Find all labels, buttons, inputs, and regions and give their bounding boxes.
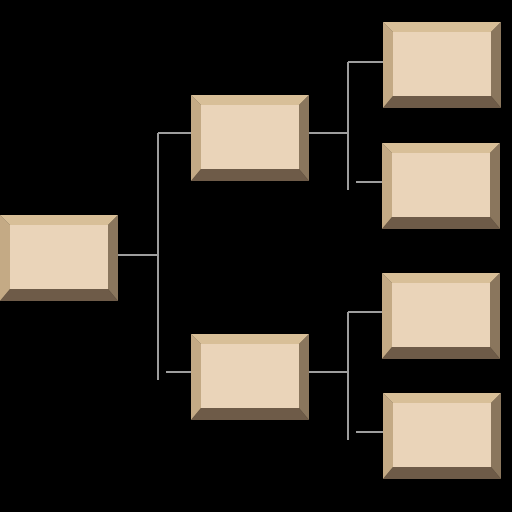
leaf-node-3-box bbox=[382, 273, 500, 359]
root-node-box bbox=[0, 215, 118, 301]
root-node bbox=[0, 215, 118, 301]
bevel-bottom bbox=[383, 467, 501, 479]
bevel-left bbox=[383, 393, 393, 479]
bevel-left bbox=[383, 22, 393, 108]
box-face bbox=[201, 105, 299, 169]
bevel-top bbox=[382, 143, 500, 153]
box-face bbox=[392, 283, 490, 347]
bevel-bottom bbox=[382, 347, 500, 359]
level1-node-top-box bbox=[191, 95, 309, 181]
bevel-left bbox=[191, 95, 201, 181]
level1-node-top bbox=[191, 95, 309, 181]
bevel-left bbox=[191, 334, 201, 420]
bevel-left bbox=[0, 215, 10, 301]
bevel-right bbox=[490, 143, 500, 229]
bevel-top bbox=[0, 215, 118, 225]
leaf-node-3 bbox=[382, 273, 500, 359]
leaf-node-1-box bbox=[383, 22, 501, 108]
box-face bbox=[201, 344, 299, 408]
leaf-node-2 bbox=[382, 143, 500, 229]
leaf-node-4 bbox=[383, 393, 501, 479]
bevel-top bbox=[191, 334, 309, 344]
bevel-right bbox=[108, 215, 118, 301]
bevel-bottom bbox=[191, 408, 309, 420]
level1-node-bottom-box bbox=[191, 334, 309, 420]
bevel-left bbox=[382, 273, 392, 359]
bevel-top bbox=[191, 95, 309, 105]
level1-node-bottom bbox=[191, 334, 309, 420]
leaf-node-4-box bbox=[383, 393, 501, 479]
bevel-right bbox=[299, 334, 309, 420]
bevel-top bbox=[382, 273, 500, 283]
bevel-bottom bbox=[382, 217, 500, 229]
leaf-node-1 bbox=[383, 22, 501, 108]
leaf-node-2-box bbox=[382, 143, 500, 229]
bevel-bottom bbox=[0, 289, 118, 301]
box-face bbox=[392, 153, 490, 217]
box-face bbox=[393, 403, 491, 467]
bevel-bottom bbox=[383, 96, 501, 108]
bevel-right bbox=[491, 393, 501, 479]
bevel-top bbox=[383, 393, 501, 403]
bevel-left bbox=[382, 143, 392, 229]
bevel-right bbox=[490, 273, 500, 359]
bevel-right bbox=[491, 22, 501, 108]
box-face bbox=[10, 225, 108, 289]
box-face bbox=[393, 32, 491, 96]
bevel-bottom bbox=[191, 169, 309, 181]
bevel-top bbox=[383, 22, 501, 32]
bevel-right bbox=[299, 95, 309, 181]
